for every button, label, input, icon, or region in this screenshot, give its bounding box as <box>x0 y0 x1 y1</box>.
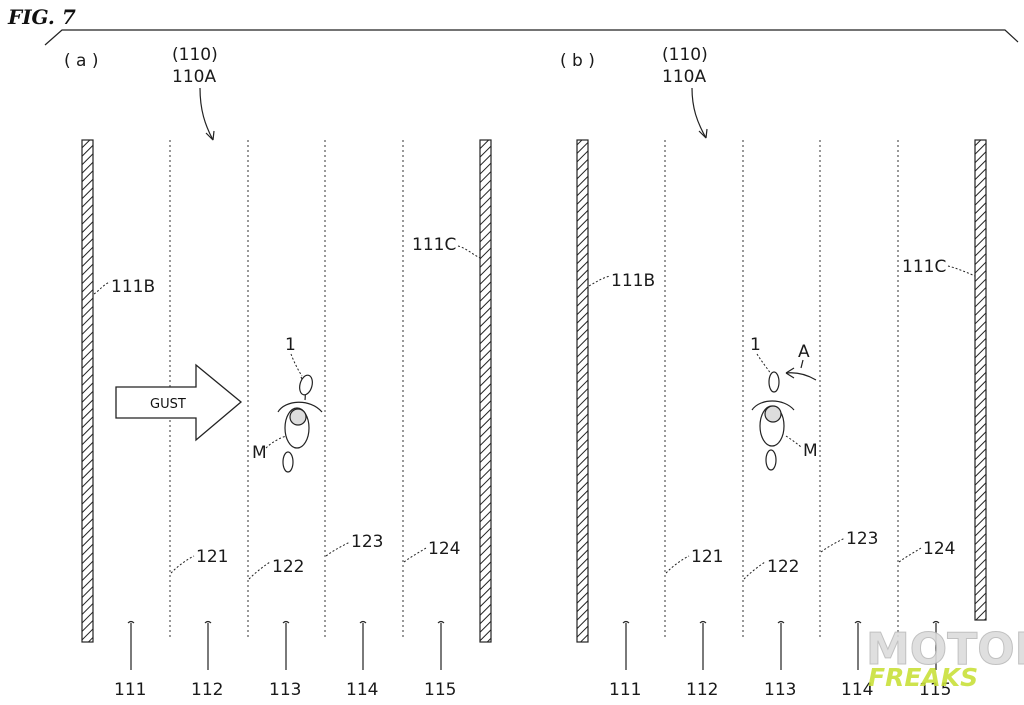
panel-b-lane-leader-111 <box>622 620 630 670</box>
panel-a-lane-leader-115 <box>437 620 445 670</box>
panel-b-helmet <box>764 405 782 423</box>
panel-b-lane-label-115: 115 <box>919 680 951 700</box>
panel-a-lane-label-112: 112 <box>191 680 223 700</box>
panel-b-lane-label-111: 111 <box>609 680 641 700</box>
panel-a-leader-121 <box>170 555 195 574</box>
panel-a-wall-right-leader <box>457 245 481 259</box>
panel-a: ( a ) (110) 110A 111B 111C GUST 1 <box>64 45 492 700</box>
panel-b-ref-main: 110A <box>662 67 706 87</box>
panel-b-shoulders <box>751 400 795 411</box>
figure-bracket <box>44 29 1019 46</box>
gust-arrow <box>115 363 243 442</box>
watermark-line1: MOTOR <box>866 624 1024 675</box>
panel-b-arrow-label-leader <box>800 359 804 369</box>
panel-b-steer-arrow <box>785 372 817 381</box>
panel-b-lane-leader-113 <box>777 620 785 670</box>
panel-a-person-label: M <box>252 443 267 463</box>
panel-b-line-label-124: 124 <box>923 539 955 559</box>
panel-b-lane-leader-112 <box>699 620 707 670</box>
panel-a-wall-left-leader <box>93 281 111 295</box>
panel-a-rear-wheel <box>282 451 294 473</box>
panel-b-steer-arrowhead <box>785 367 795 379</box>
panel-a-wall-right <box>479 139 492 643</box>
panel-b-rider-leader <box>756 353 772 375</box>
panel-a-line-label-121: 121 <box>196 547 228 567</box>
panel-a-lane-label-114: 114 <box>346 680 378 700</box>
panel-a-rider-label: 1 <box>285 335 296 355</box>
panel-b-wall-right <box>974 139 987 621</box>
panel-a-lane-leader-114 <box>359 620 367 670</box>
panel-a-lane-label-111: 111 <box>114 680 146 700</box>
panel-b-rear-wheel <box>765 449 777 471</box>
panel-b-line-label-123: 123 <box>846 529 878 549</box>
panel-a-front-wheel <box>299 374 313 396</box>
panel-b-ref-leader <box>691 87 707 139</box>
panel-a-line-label-122: 122 <box>272 557 304 577</box>
panel-b-line-label-121: 121 <box>691 547 723 567</box>
panel-b-lane-label-114: 114 <box>841 680 873 700</box>
panel-b-arrow-label: A <box>798 342 810 362</box>
panel-b-rider-label: 1 <box>750 335 761 355</box>
panel-a-ref-main: 110A <box>172 67 216 87</box>
panel-b-line-label-122: 122 <box>767 557 799 577</box>
panel-b-motorcycle <box>751 371 795 471</box>
panel-b-leader-122 <box>743 561 766 580</box>
panel-b-wall-right-leader <box>947 265 976 277</box>
panel-b-wall-left-label: 111B <box>611 271 655 291</box>
panel-a-lane-leader-111 <box>127 620 135 670</box>
panel-b-ref-arrowhead <box>698 128 708 139</box>
panel-a-shoulders <box>277 401 323 413</box>
panel-b-leader-123 <box>820 537 846 553</box>
panel-b-lane-leader-114 <box>854 620 862 670</box>
panel-a-leader-124 <box>403 547 427 563</box>
panel-a-wall-left <box>81 139 94 643</box>
panel-b-wall-left <box>576 139 589 643</box>
panel-b-wall-right-label: 111C <box>902 257 946 277</box>
panel-b-lane-leader-115 <box>932 620 940 670</box>
panel-a-person-leader <box>265 435 287 449</box>
panel-b-lane-leaders <box>622 620 940 670</box>
panel-b-ref-paren: (110) <box>662 45 708 65</box>
panel-b-person-leader <box>785 435 803 449</box>
panel-a-ref-arrowhead <box>205 130 215 141</box>
motorfreaks-watermark: MOTOR FREAKS <box>866 624 1024 693</box>
panel-a-leader-123 <box>325 541 351 557</box>
panel-a-lane-leader-112 <box>204 620 212 670</box>
panel-b-leader-124 <box>898 547 922 563</box>
panel-a-lane-label-113: 113 <box>269 680 301 700</box>
panel-a-lane-label-115: 115 <box>424 680 456 700</box>
panel-a-lane-leaders <box>127 620 445 670</box>
panel-b-front-wheel <box>768 371 780 393</box>
panel-a-leader-122 <box>248 561 271 580</box>
panel-b-lane-label-112: 112 <box>686 680 718 700</box>
panel-a-ref-leader <box>199 87 214 141</box>
panel-a-rider-leader <box>290 353 303 377</box>
gust-label: GUST <box>150 397 186 412</box>
panel-b-leader-121 <box>665 555 690 574</box>
panel-a-line-label-124: 124 <box>428 539 460 559</box>
panel-b-wall-left-leader <box>588 275 611 287</box>
panel-b-person-label: M <box>803 441 818 461</box>
panel-a-wall-right-label: 111C <box>412 235 456 255</box>
figure-title: FIG. 7 <box>7 5 76 29</box>
panel-a-motorcycle <box>277 374 323 473</box>
panel-a-tag: ( a ) <box>64 51 99 71</box>
panel-a-helmet <box>289 408 307 426</box>
panel-b: ( b ) (110) 110A 111B 111C 1 M <box>560 45 987 700</box>
panel-a-ref-paren: (110) <box>172 45 218 65</box>
panel-b-tag: ( b ) <box>560 51 595 71</box>
panel-a-line-label-123: 123 <box>351 532 383 552</box>
panel-a-wall-left-label: 111B <box>111 277 155 297</box>
watermark-line2: FREAKS <box>868 663 978 692</box>
panel-b-lane-label-113: 113 <box>764 680 796 700</box>
panel-a-lane-leader-113 <box>282 620 290 670</box>
